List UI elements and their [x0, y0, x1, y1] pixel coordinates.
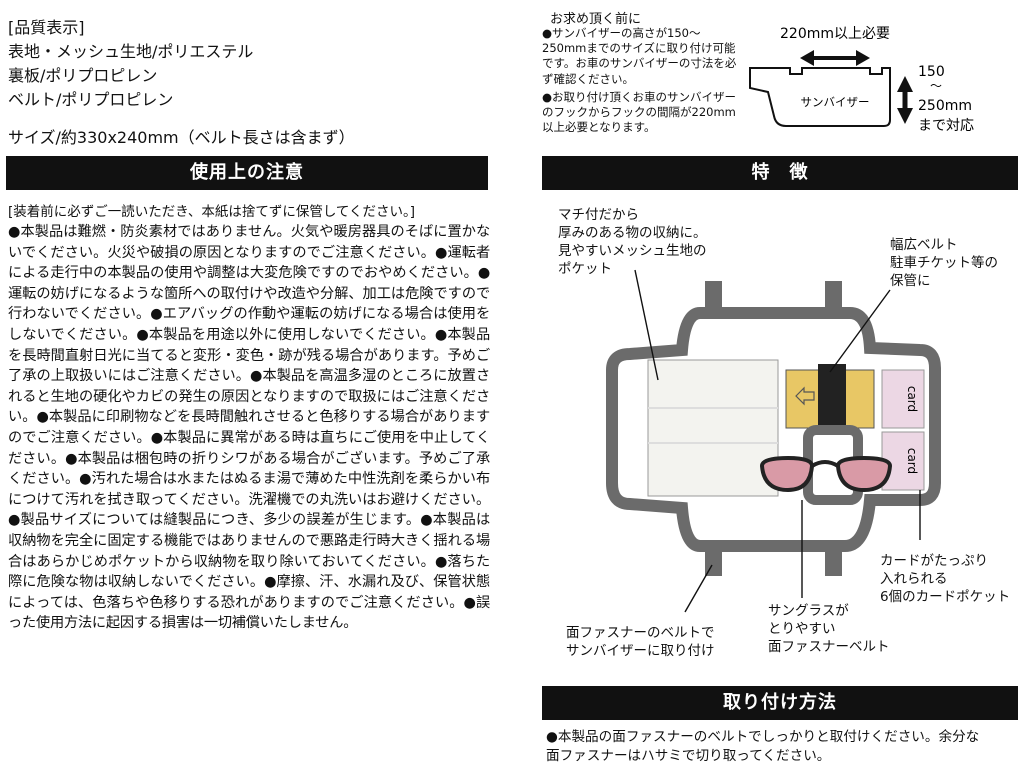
card-pocket: [881, 369, 925, 429]
caution-body: ●本製品は難燃・防炎素材ではありません。火気や暖房器具のそばに置かないでください…: [8, 224, 490, 632]
callout-line: 厚みのある物の収納に。: [558, 225, 707, 241]
callout-line: 入れられる: [880, 571, 948, 587]
callout-line: カードがたっぷり: [880, 553, 988, 569]
callout-line: マチ付だから: [558, 207, 639, 223]
callout-card-pockets: カードがたっぷり 入れられる 6個のカードポケット: [880, 552, 1010, 606]
width-label: 220mm以上必要: [780, 26, 890, 42]
installation-text: ●本製品の面ファスナーのベルトでしっかりと取付けください。余分な 面ファスナーは…: [546, 728, 979, 766]
quality-info: [品質表示] 表地・メッシュ生地/ポリエステル 裏板/ポリプロピレン ベルト/ポ…: [8, 16, 253, 112]
caution-title: 使用上の注意: [6, 156, 488, 190]
visor-size-diagram: 220mm以上必要 サンバイザー 150 〜 250mm まで対応: [749, 26, 974, 134]
callout-line: とりやすい: [768, 621, 836, 637]
card-label: card: [905, 386, 919, 412]
callout-wide-belt: 幅広ベルト 駐車チケット等の 保管に: [890, 236, 998, 290]
requirements-heading: お求め頂く前に: [550, 12, 642, 27]
callout-line: サングラスが: [768, 603, 849, 619]
height-arrow: [897, 76, 913, 124]
features-title: 特 徴: [542, 156, 1018, 190]
requirement-item: ●お取り付け頂くお車のサンバイザーのフックからフックの間隔が220mm以上必要と…: [542, 89, 737, 135]
callout-lines: [634, 269, 921, 613]
callout-mesh-pocket: マチ付だから 厚みのある物の収納に。 見やすいメッシュ生地の ポケット: [558, 206, 707, 278]
callout-line: 幅広ベルト: [890, 237, 958, 253]
requirement-item: ●サンバイザーの高さが150〜250mmまでのサイズに取り付け可能です。お車のサ…: [542, 26, 737, 86]
visor-shape: [749, 67, 891, 127]
quality-line: 裏板/ポリプロピレン: [8, 66, 158, 85]
visor-label: サンバイザー: [801, 95, 870, 109]
quality-line: 表地・メッシュ生地/ポリエステル: [8, 42, 254, 61]
callout-mount-belt: 面ファスナーのベルトで サンバイザーに取り付け: [566, 624, 715, 660]
sunglasses: [759, 455, 893, 493]
height-label-line: 150: [918, 64, 945, 80]
height-label-line: 〜: [930, 79, 942, 93]
width-arrow: [800, 50, 870, 66]
height-label-line: 250mm: [918, 98, 972, 114]
card-label: card: [905, 448, 919, 474]
installation-title: 取り付け方法: [542, 686, 1018, 720]
quality-line: ベルト/ポリプロピレン: [8, 90, 174, 109]
callout-line: 面ファスナーのベルトで: [566, 625, 715, 641]
callout-line: 面ファスナーベルト: [768, 639, 890, 655]
installation-line: ●本製品の面ファスナーのベルトでしっかりと取付けください。余分な: [546, 729, 980, 745]
callout-line: 保管に: [890, 273, 931, 289]
product-size: サイズ/約330x240mm（ベルト長さは含まず）: [8, 128, 355, 147]
organizer-illustration: card card: [606, 281, 941, 576]
height-label-line: まで対応: [918, 118, 974, 134]
installation-line: 面ファスナーはハサミで切り取ってください。: [546, 748, 831, 764]
callout-sunglasses-belt: サングラスが とりやすい 面ファスナーベルト: [768, 602, 890, 656]
requirements-list: ●サンバイザーの高さが150〜250mmまでのサイズに取り付け可能です。お車のサ…: [542, 26, 742, 138]
callout-line: 駐車チケット等の: [890, 255, 998, 271]
callout-line: 見やすいメッシュ生地の: [558, 243, 707, 259]
quality-heading: [品質表示]: [8, 18, 85, 37]
callout-line: サンバイザーに取り付け: [566, 643, 715, 659]
mesh-pocket: [647, 359, 779, 497]
caution-intro: [装着前に必ずご一読いただき、本紙は捨てずに保管してください。]: [8, 204, 416, 220]
callout-line: 6個のカードポケット: [880, 589, 1011, 605]
wide-belt: [818, 364, 846, 434]
callout-line: ポケット: [558, 261, 612, 277]
